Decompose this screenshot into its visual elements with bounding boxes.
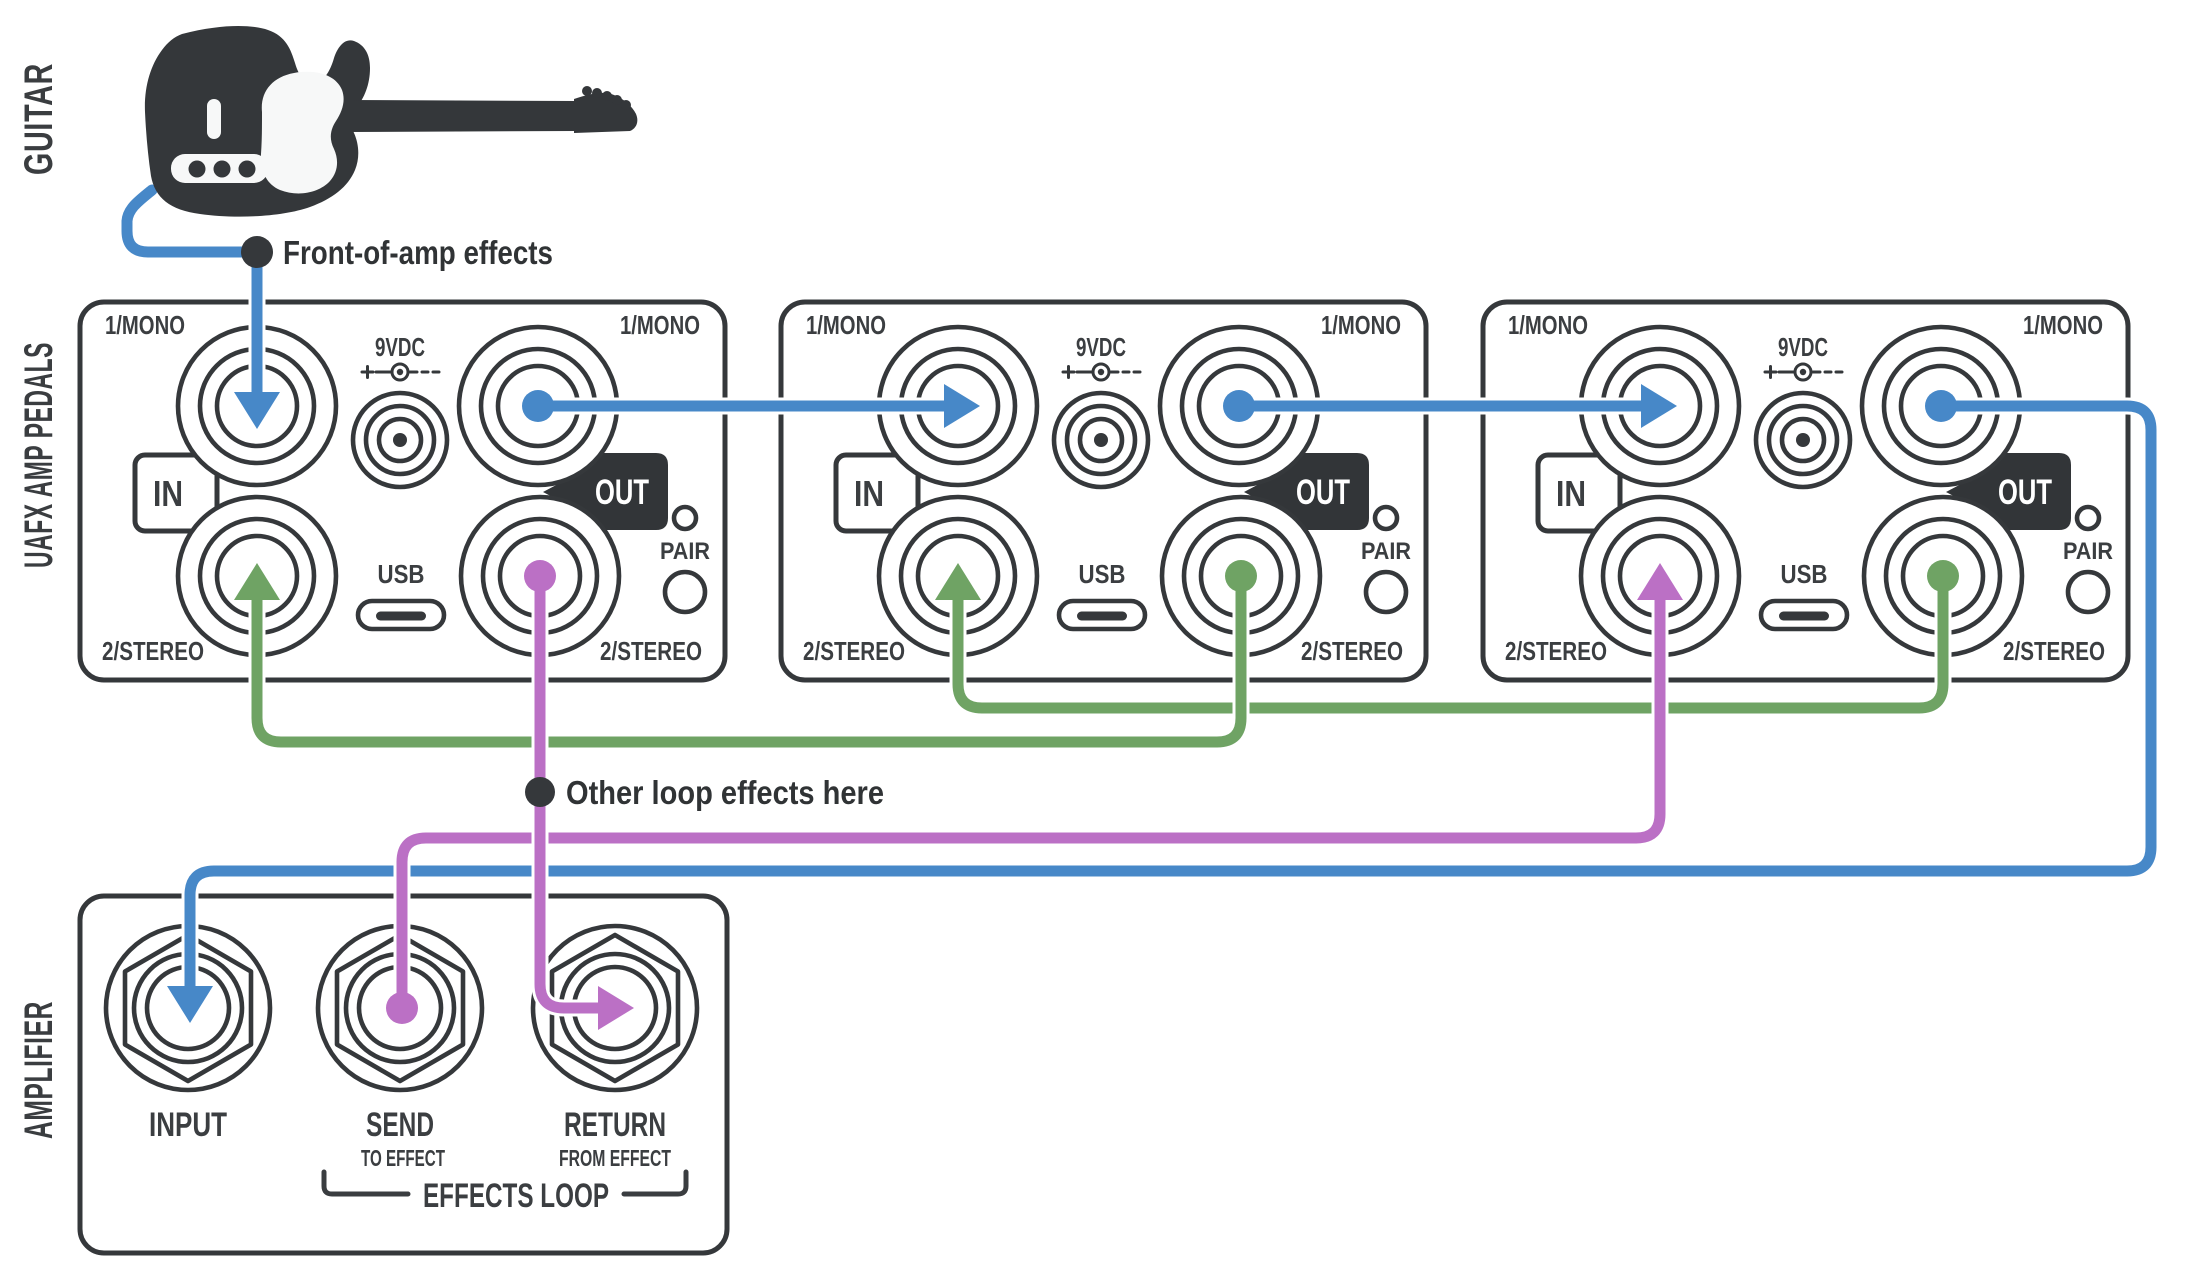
pedal2-out-dot: [1223, 390, 1255, 422]
in-label: IN: [153, 473, 183, 514]
pair-led: [671, 504, 699, 532]
guitar-section-label: GUITAR: [17, 63, 61, 175]
in-badge-outline: [132, 452, 220, 534]
pedal-3: 1/MONO 1/MONO 2/STEREO 2/STEREO 9VDC IN …: [1480, 299, 2131, 683]
pedal2-stereo-out-dot: [1225, 560, 1257, 592]
guitar-neck: [348, 100, 576, 132]
power-jack: [1051, 390, 1151, 490]
callout-front-of-amp: Front-of-amp effects: [241, 234, 553, 271]
pedal3-out-dot: [1925, 390, 1957, 422]
return-label: RETURN: [564, 1106, 666, 1144]
jack-label: 2/STEREO: [102, 636, 204, 666]
callout-dot: [241, 236, 273, 268]
jack-label: 2/STEREO: [1301, 636, 1403, 666]
jack-label: 1/MONO: [620, 310, 700, 340]
guitar-pickguard: [260, 71, 344, 194]
jack-label: 1/MONO: [1508, 310, 1588, 340]
usb-port-icon: [1758, 598, 1850, 632]
usb-label: USB: [1781, 559, 1828, 589]
out-badge: [1244, 453, 1369, 530]
pedal-2: 1/MONO 1/MONO 2/STEREO 2/STEREO 9VDC IN …: [778, 299, 1429, 683]
guitar-pickup: [207, 99, 221, 139]
pair-button: [662, 569, 708, 615]
effects-loop-label: EFFECTS LOOP: [423, 1177, 609, 1215]
guitar-icon: [144, 25, 638, 217]
pair-button: [1363, 569, 1409, 615]
cable-pedal3-stereo-to-pedal2: [935, 563, 1952, 717]
usb-label: USB: [378, 559, 425, 589]
usb-label: USB: [1079, 559, 1126, 589]
cable-pedal3-to-amp-input: [167, 397, 2160, 1023]
out-badge: [1946, 453, 2071, 530]
return-sub-label: FROM EFFECT: [559, 1145, 671, 1171]
jack-label: 1/MONO: [2023, 310, 2103, 340]
pair-label: PAIR: [2063, 538, 2113, 565]
amplifier-panel: INPUT SEND RETURN TO EFFECT FROM EFFECT …: [77, 893, 730, 1256]
in-label: IN: [854, 473, 884, 514]
cable-amp-send-to-pedal3: [393, 563, 1683, 1008]
power-label: 9VDC: [375, 332, 425, 362]
cable-guitar-to-pedal1-in: [234, 250, 280, 429]
callout-dot: [525, 777, 555, 807]
guitar-cable: [121, 184, 263, 258]
pair-led: [2074, 504, 2102, 532]
cable-pedal2-stereo-to-pedal1: [234, 563, 1250, 751]
jack-label: 1/MONO: [1321, 310, 1401, 340]
usb-port-icon: [1056, 598, 1148, 632]
amp-send-dot: [386, 992, 418, 1024]
callout-other-loop: Other loop effects here: [525, 774, 884, 811]
amplifier-section-label: AMPLIFIER: [17, 1001, 61, 1139]
polarity-icon: [360, 362, 441, 382]
out-label: OUT: [1998, 473, 2052, 512]
power-jack: [350, 390, 450, 490]
in-badge-outline: [833, 452, 921, 534]
cable-pedal1-to-pedal2: [538, 384, 980, 428]
pedal-1: 1/MONO 1/MONO 2/STEREO 2/STEREO 9VDC IN …: [77, 299, 728, 683]
out-label: OUT: [595, 473, 649, 512]
out-label: OUT: [1296, 473, 1350, 512]
pedal3-stereo-out-dot: [1927, 560, 1959, 592]
pedal1-stereo-out-dot: [524, 560, 556, 592]
power-label: 9VDC: [1076, 332, 1126, 362]
pair-label: PAIR: [660, 538, 710, 565]
send-sub-label: TO EFFECT: [361, 1145, 445, 1171]
cable-pedal2-to-pedal3: [1239, 384, 1677, 428]
power-jack: [1753, 390, 1853, 490]
pair-button: [2065, 569, 2111, 615]
power-label: 9VDC: [1778, 332, 1828, 362]
jack-label: 1/MONO: [806, 310, 886, 340]
callout-text: Other loop effects here: [566, 774, 884, 811]
in-label: IN: [1556, 473, 1586, 514]
in-badge-outline: [1535, 452, 1623, 534]
jack-label: 2/STEREO: [600, 636, 702, 666]
out-badge: [543, 453, 668, 530]
effects-loop-bracket: [321, 1169, 689, 1197]
usb-port-icon: [355, 598, 447, 632]
pair-label: PAIR: [1361, 538, 1411, 565]
jack-label: 2/STEREO: [2003, 636, 2105, 666]
input-label: INPUT: [149, 1106, 227, 1144]
jack-label: 1/MONO: [105, 310, 185, 340]
pedals-section-label: UAFX AMP PEDALS: [17, 342, 61, 568]
polarity-icon: [1061, 362, 1142, 382]
callout-text: Front-of-amp effects: [283, 234, 553, 271]
send-label: SEND: [366, 1106, 434, 1144]
pedal1-out-dot: [522, 390, 554, 422]
polarity-icon: [1763, 362, 1844, 382]
pair-led: [1372, 504, 1400, 532]
jack-label: 2/STEREO: [1505, 636, 1607, 666]
cable-pedal1-to-amp-return: [531, 576, 634, 1030]
jack-label: 2/STEREO: [803, 636, 905, 666]
